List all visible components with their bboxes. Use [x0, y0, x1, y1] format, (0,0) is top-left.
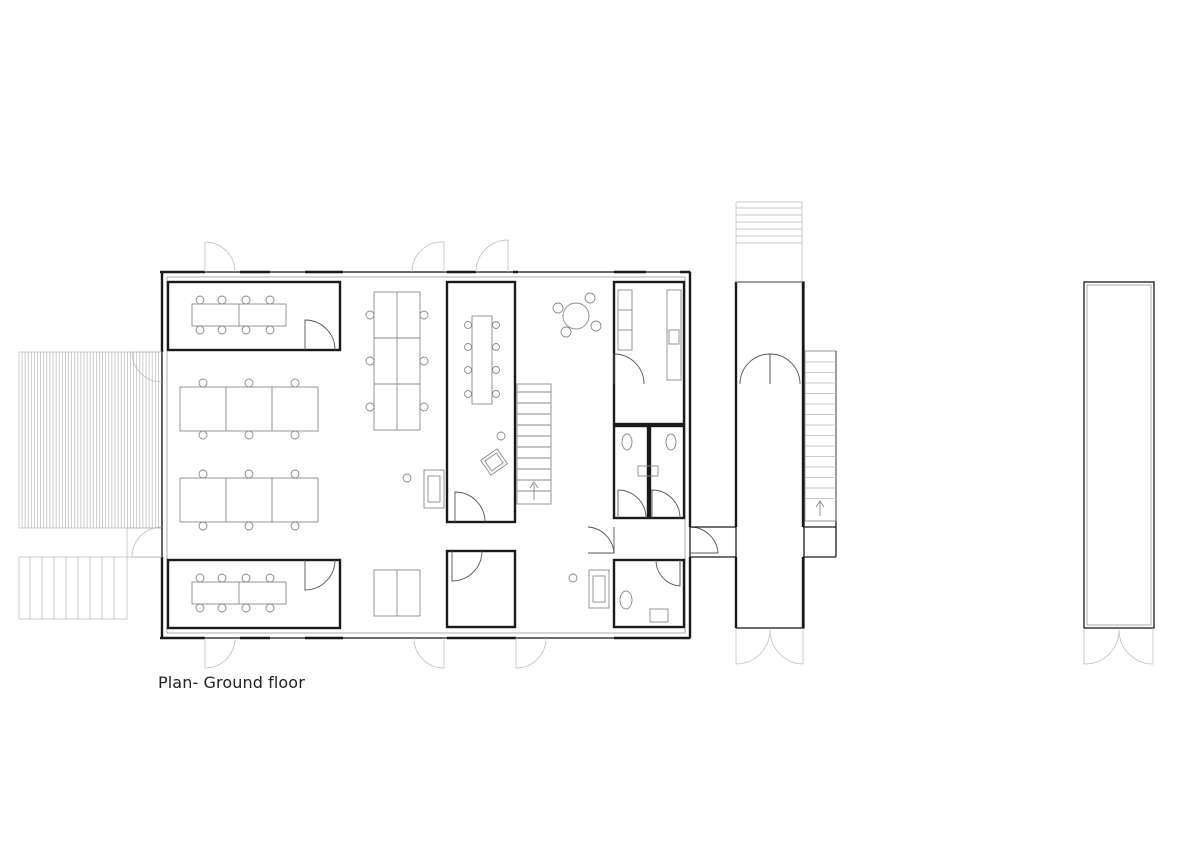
- main-building-walls: [160, 270, 692, 640]
- kitchenette: [612, 280, 686, 426]
- armchair: [568, 569, 610, 609]
- connector-corridor: [690, 351, 837, 558]
- exterior-doors: [131, 239, 547, 669]
- storage-room: [445, 549, 517, 629]
- desk-cluster-center: [365, 291, 429, 431]
- round-table: [552, 292, 602, 338]
- door-lobby: [587, 526, 615, 554]
- open-office-desks-upper: [179, 378, 319, 440]
- accessible-wc: [612, 526, 719, 629]
- open-office-desks-lower: [179, 469, 319, 531]
- annex-stair: [804, 350, 837, 522]
- staircase-main: [516, 383, 552, 505]
- exterior-steps: [18, 527, 163, 620]
- plan-caption: Plan- Ground floor: [158, 673, 305, 692]
- toilet-stalls: [612, 424, 686, 520]
- meeting-room-north: [166, 280, 342, 352]
- lounge-sofa: [402, 469, 445, 509]
- private-office: [445, 280, 517, 524]
- table-south: [373, 569, 421, 617]
- detached-volume: [1083, 281, 1155, 665]
- meeting-room-south: [166, 558, 342, 630]
- wooden-deck: [18, 351, 163, 529]
- annex-building: [734, 201, 805, 665]
